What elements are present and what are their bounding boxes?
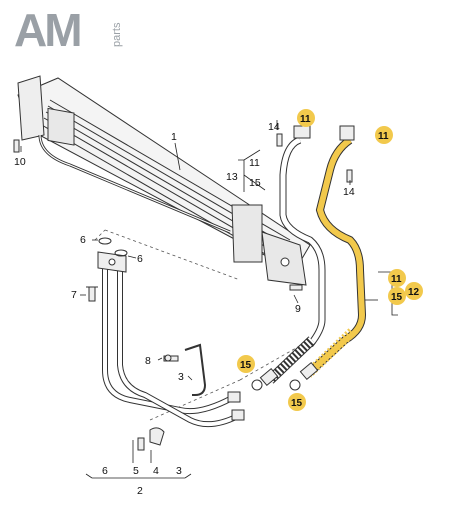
label-2: 2 [137,485,143,497]
badge-15b: 15 [237,355,255,373]
label-10: 10 [14,156,26,168]
label-4: 4 [153,465,159,477]
badge-15a: 15 [388,287,406,305]
label-1: 1 [171,131,177,143]
logo-text: AM [14,4,80,56]
label-5: 5 [133,465,139,477]
label-8: 8 [145,355,151,367]
oil-cooler [17,75,311,286]
badge-12: 12 [405,282,423,300]
label-15d: 15 [249,177,261,189]
upper-hose-left [266,136,326,384]
svg-text:12: 12 [408,287,420,298]
label-7: 7 [71,289,77,301]
svg-text:15: 15 [291,398,303,409]
svg-text:11: 11 [300,114,311,125]
label-6b: 6 [137,253,143,265]
badge-11a: 11 [297,109,315,127]
bracket-3 [163,343,207,396]
bolt-7 [86,286,98,302]
label-14b: 14 [343,186,355,198]
label-14a: 14 [268,121,280,133]
badge-11d: 11 [388,269,406,287]
highlighted-hose [304,136,367,378]
label-11c: 11 [249,157,260,169]
label-3b: 3 [176,465,182,477]
logo-sub: parts [111,22,123,47]
bolts-misc [13,133,353,291]
label-3: 3 [178,371,184,383]
am-parts-logo: AM parts [14,4,123,56]
label-9: 9 [295,303,301,315]
clamp-4 [137,427,165,451]
badge-11b: 11 [375,126,393,144]
svg-text:11: 11 [378,131,389,142]
hose-fittings [259,125,355,387]
seal-rings [98,237,128,257]
label-6a: 6 [80,234,86,246]
svg-text:15: 15 [240,360,252,371]
svg-text:11: 11 [391,274,402,285]
lower-pipe-assembly [97,251,245,428]
washers-15 [251,379,301,391]
label-13: 13 [226,171,238,183]
label-6c: 6 [102,465,108,477]
badge-15c: 15 [288,393,306,411]
svg-text:15: 15 [391,292,403,303]
